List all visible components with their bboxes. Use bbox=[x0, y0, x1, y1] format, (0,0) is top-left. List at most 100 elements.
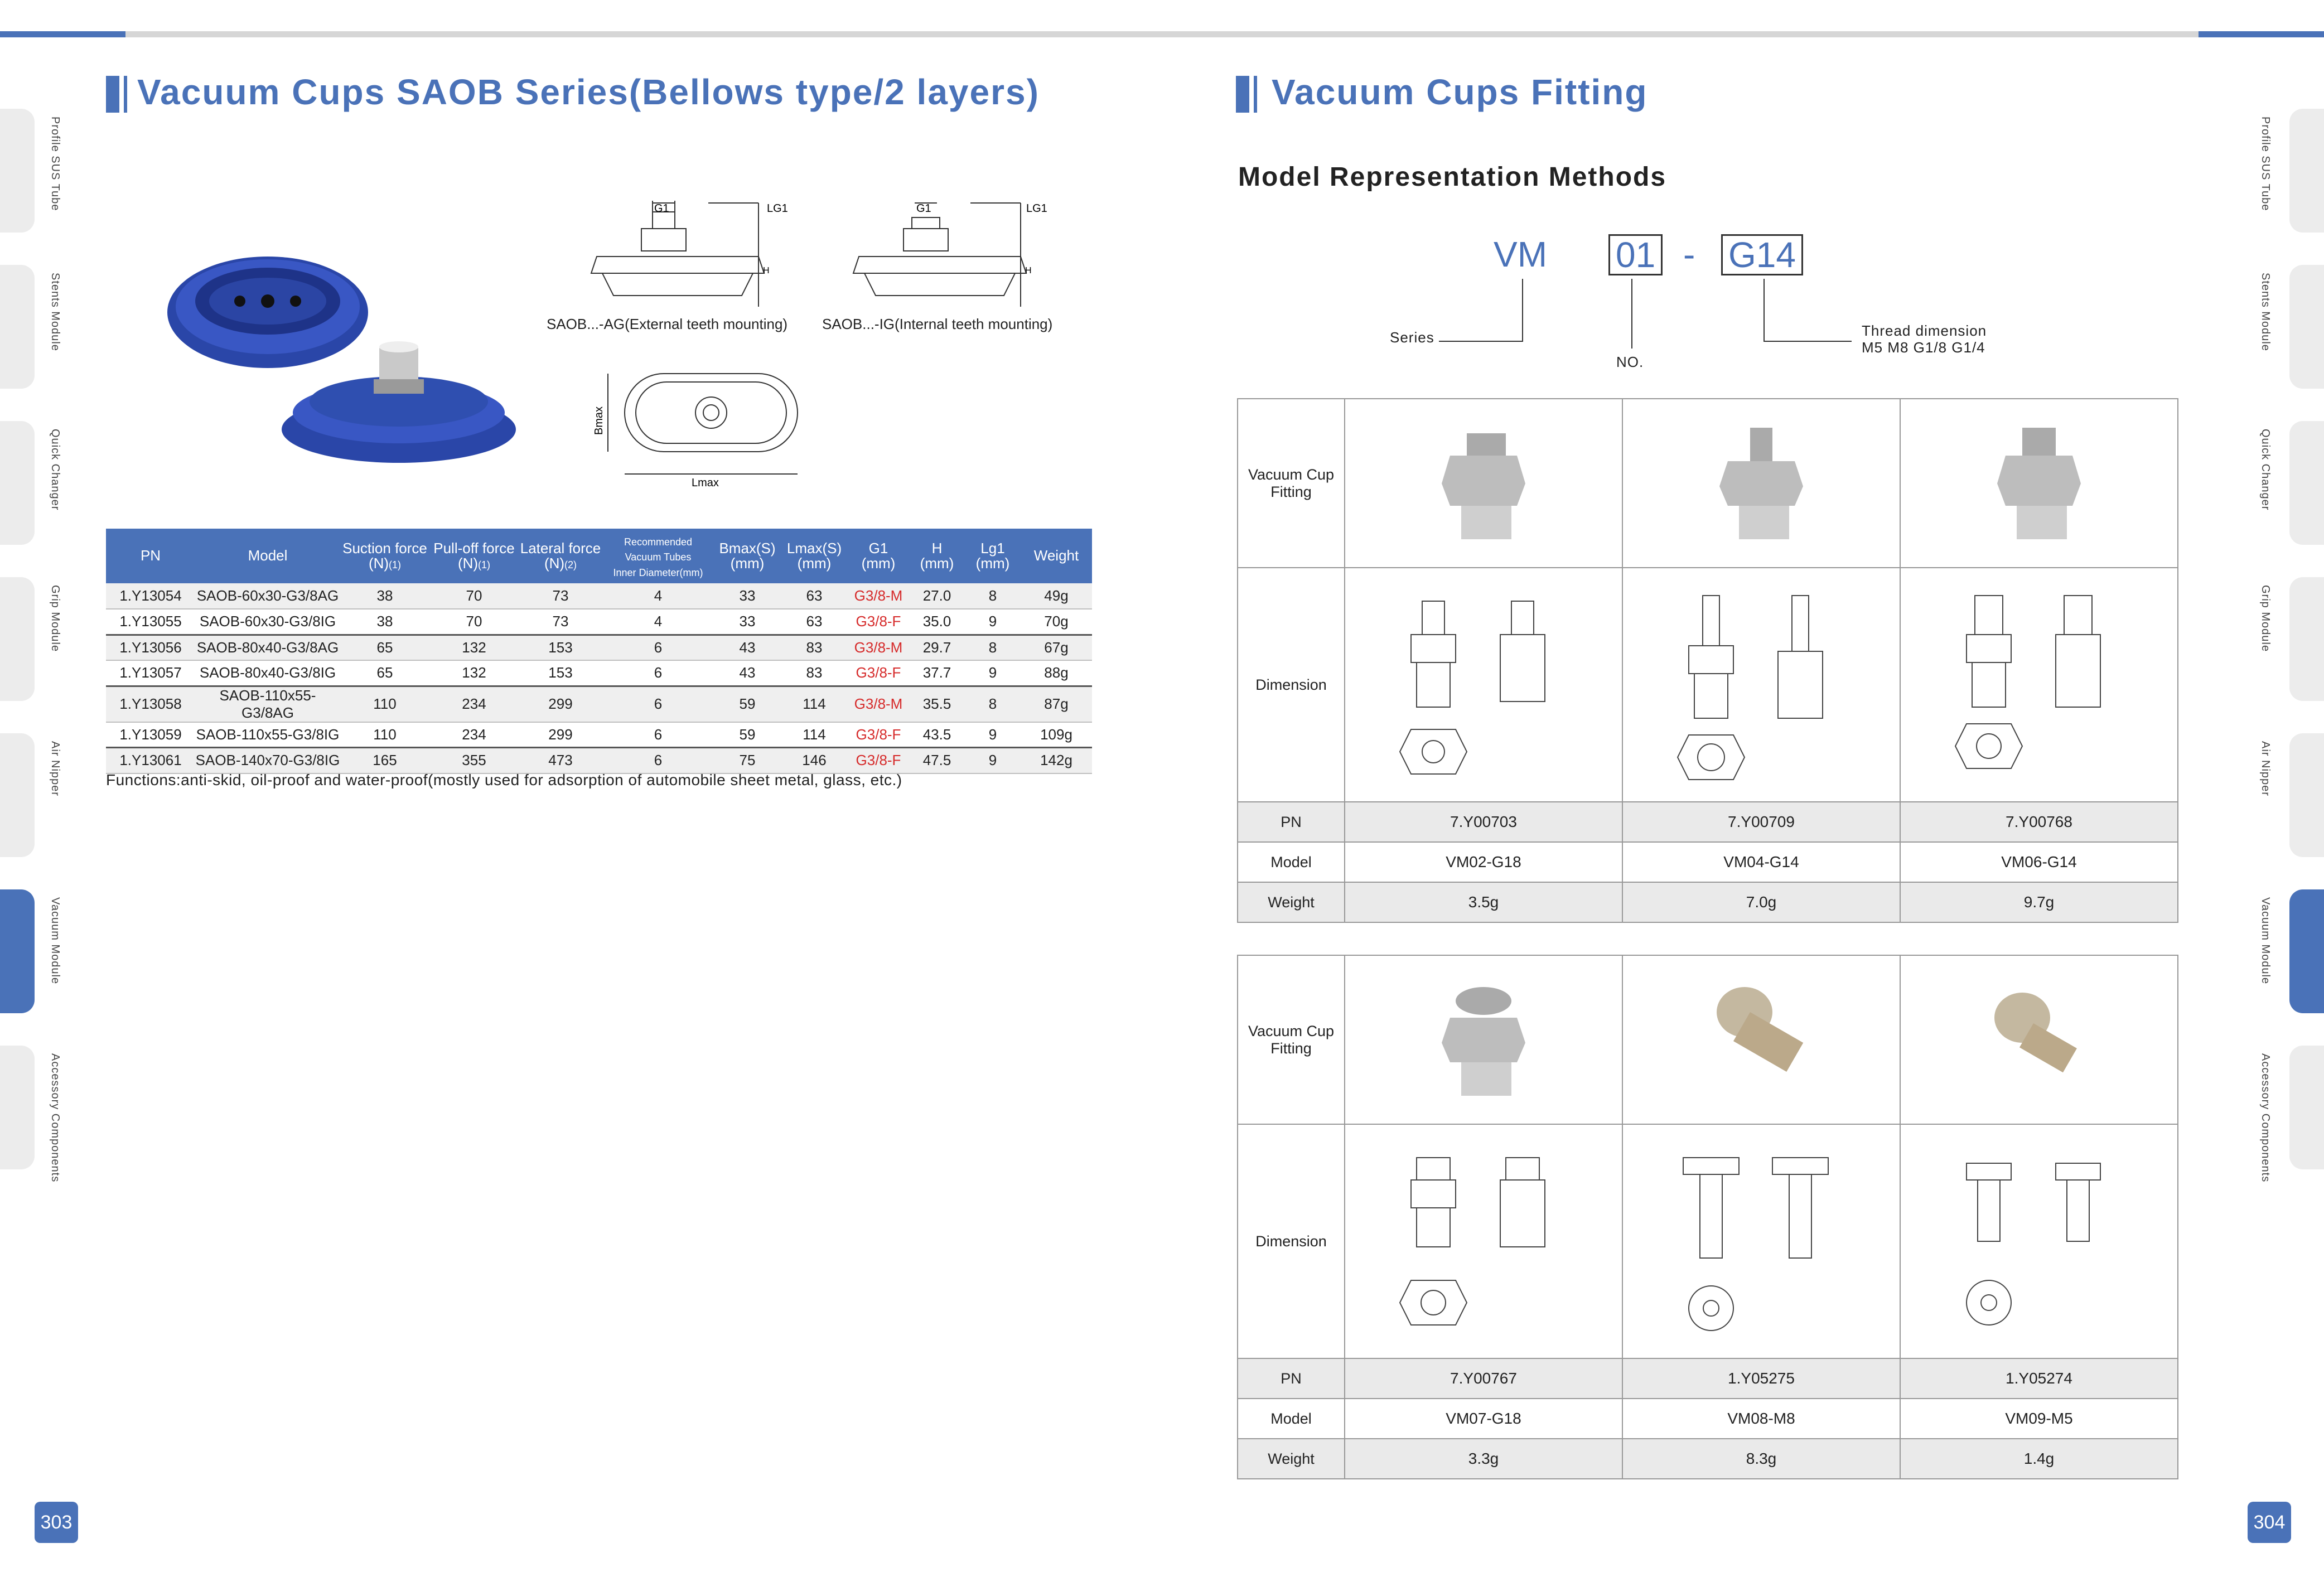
spec-cell: 9 bbox=[965, 660, 1021, 687]
side-tab-profile[interactable]: Profile SUS Tube bbox=[2259, 109, 2324, 233]
fitting-photo-cell bbox=[1344, 955, 1623, 1125]
spec-cell: 234 bbox=[429, 722, 519, 748]
spec-cell: 37.7 bbox=[909, 660, 965, 687]
side-tab-label: Grip Module bbox=[2259, 585, 2272, 652]
side-tab-stents[interactable]: Stents Module bbox=[2259, 265, 2324, 389]
pn-cell: 7.Y00768 bbox=[1900, 801, 2178, 843]
weight-cell: 7.0g bbox=[1622, 882, 1901, 923]
side-tab-air-nipper[interactable]: Air Nipper bbox=[0, 733, 61, 857]
model-cell: VM04-G14 bbox=[1622, 841, 1901, 883]
spec-cell: 73 bbox=[519, 609, 602, 636]
label-series: Series bbox=[1390, 329, 1434, 346]
spec-cell: 8 bbox=[965, 635, 1021, 661]
dim-lg1: LG1 bbox=[1026, 202, 1047, 215]
dim-lg1: LG1 bbox=[767, 202, 788, 215]
side-tab-stents[interactable]: Stents Module bbox=[0, 265, 61, 389]
spec-cell: 1.Y13055 bbox=[106, 609, 195, 636]
spec-cell: SAOB-80x40-G3/8AG bbox=[195, 635, 340, 661]
side-tab-quick-changer[interactable]: Quick Changer bbox=[2259, 421, 2324, 545]
side-tab-accessory[interactable]: Accessory Components bbox=[0, 1046, 61, 1182]
spec-cell: G3/8-M bbox=[848, 686, 909, 723]
code-thread: G14 bbox=[1721, 234, 1803, 275]
side-tab-label: Quick Changer bbox=[49, 429, 61, 511]
spec-cell: 27.0 bbox=[909, 583, 965, 609]
dim-g1: G1 bbox=[916, 202, 931, 215]
col-g1: G1(mm) bbox=[848, 529, 909, 583]
dimension-drawing-vm07 bbox=[1399, 1157, 1545, 1326]
fitting-photo-cell bbox=[1900, 398, 2178, 568]
side-tab-profile[interactable]: Profile SUS Tube bbox=[0, 109, 61, 233]
dimension-drawing-vm09 bbox=[1966, 1163, 2101, 1326]
row-label-dimension: Dimension bbox=[1237, 1124, 1345, 1359]
side-tab-grip[interactable]: Grip Module bbox=[0, 577, 61, 701]
pn-cell: 1.Y05274 bbox=[1900, 1358, 2178, 1399]
spec-cell: SAOB-60x30-G3/8AG bbox=[195, 583, 340, 609]
row-label-weight: Weight bbox=[1237, 882, 1345, 923]
row-dimension: Dimension bbox=[1237, 567, 2178, 802]
row-pn: PN 7.Y00703 7.Y00709 7.Y00768 bbox=[1237, 801, 2178, 843]
fitting-photo-cell bbox=[1622, 398, 1901, 568]
spec-cell: 33 bbox=[714, 609, 781, 636]
spec-cell: 33 bbox=[714, 583, 781, 609]
weight-cell: 3.3g bbox=[1344, 1438, 1623, 1479]
dimension-drawing-vm04 bbox=[1676, 595, 1823, 780]
row-label-model: Model bbox=[1237, 1398, 1345, 1439]
spec-cell: 49g bbox=[1021, 583, 1092, 609]
spec-cell: 59 bbox=[714, 722, 781, 748]
dim-g1: G1 bbox=[654, 202, 669, 215]
col-model: Model bbox=[195, 529, 340, 583]
side-tab-air-nipper[interactable]: Air Nipper bbox=[2259, 733, 2324, 857]
spec-cell: 4 bbox=[602, 583, 714, 609]
dim-bmax: Bmax bbox=[593, 407, 605, 435]
spec-cell: 153 bbox=[519, 635, 602, 661]
code-vm: VM bbox=[1494, 234, 1547, 274]
dimension-drawing-cell bbox=[1622, 1124, 1901, 1359]
functions-note: Functions:anti-skid, oil-proof and water… bbox=[106, 771, 902, 788]
model-cell: VM08-M8 bbox=[1622, 1398, 1901, 1439]
spec-cell: 83 bbox=[781, 635, 848, 661]
spec-cell: 234 bbox=[429, 686, 519, 723]
weight-cell: 1.4g bbox=[1900, 1438, 2178, 1479]
dim-lmax: Lmax bbox=[692, 477, 719, 489]
weight-cell: 8.3g bbox=[1622, 1438, 1901, 1479]
col-lmax: Lmax(S)(mm) bbox=[781, 529, 848, 583]
code-no: 01 bbox=[1608, 234, 1663, 275]
side-tab-grip[interactable]: Grip Module bbox=[2259, 577, 2324, 701]
spec-cell: 1.Y13056 bbox=[106, 635, 195, 661]
col-h: H(mm) bbox=[909, 529, 965, 583]
spec-cell: 110 bbox=[340, 722, 429, 748]
spec-cell: G3/8-F bbox=[848, 722, 909, 748]
side-tab-label: Profile SUS Tube bbox=[2259, 117, 2272, 211]
spec-cell: 132 bbox=[429, 635, 519, 661]
spec-cell: 114 bbox=[781, 686, 848, 723]
dimension-drawing-cell bbox=[1344, 1124, 1623, 1359]
side-tab-vacuum[interactable]: Vacuum Module bbox=[0, 889, 61, 1013]
fitting-photo-vm07 bbox=[1442, 986, 1525, 1096]
spec-cell: 43 bbox=[714, 635, 781, 661]
side-tab-label: Vacuum Module bbox=[49, 897, 61, 985]
side-tab-accessory[interactable]: Accessory Components bbox=[2259, 1046, 2324, 1182]
vacuum-cup-photo-side bbox=[282, 341, 516, 463]
spec-cell: 59 bbox=[714, 686, 781, 723]
col-suction: Suction force(N)(1) bbox=[340, 529, 429, 583]
row-label-pn: PN bbox=[1237, 1358, 1345, 1399]
spec-cell: 1.Y13061 bbox=[106, 747, 195, 774]
dimension-drawing-cell bbox=[1900, 1124, 2178, 1359]
page-title: Vacuum Cups SAOB Series(Bellows type/2 l… bbox=[137, 72, 1040, 112]
row-label-dimension: Dimension bbox=[1237, 567, 1345, 802]
col-lg1: Lg1(mm) bbox=[965, 529, 1021, 583]
pn-cell: 1.Y05275 bbox=[1622, 1358, 1901, 1399]
side-tab-label: Profile SUS Tube bbox=[49, 117, 61, 211]
row-weight: Weight 3.3g 8.3g 1.4g bbox=[1237, 1438, 2178, 1479]
spec-cell: G3/8-F bbox=[848, 660, 909, 687]
spec-cell: 9 bbox=[965, 747, 1021, 774]
side-tab-quick-changer[interactable]: Quick Changer bbox=[0, 421, 61, 545]
spec-cell: 6 bbox=[602, 635, 714, 661]
spec-cell: 4 bbox=[602, 609, 714, 636]
side-tab-vacuum[interactable]: Vacuum Module bbox=[2259, 889, 2324, 1013]
